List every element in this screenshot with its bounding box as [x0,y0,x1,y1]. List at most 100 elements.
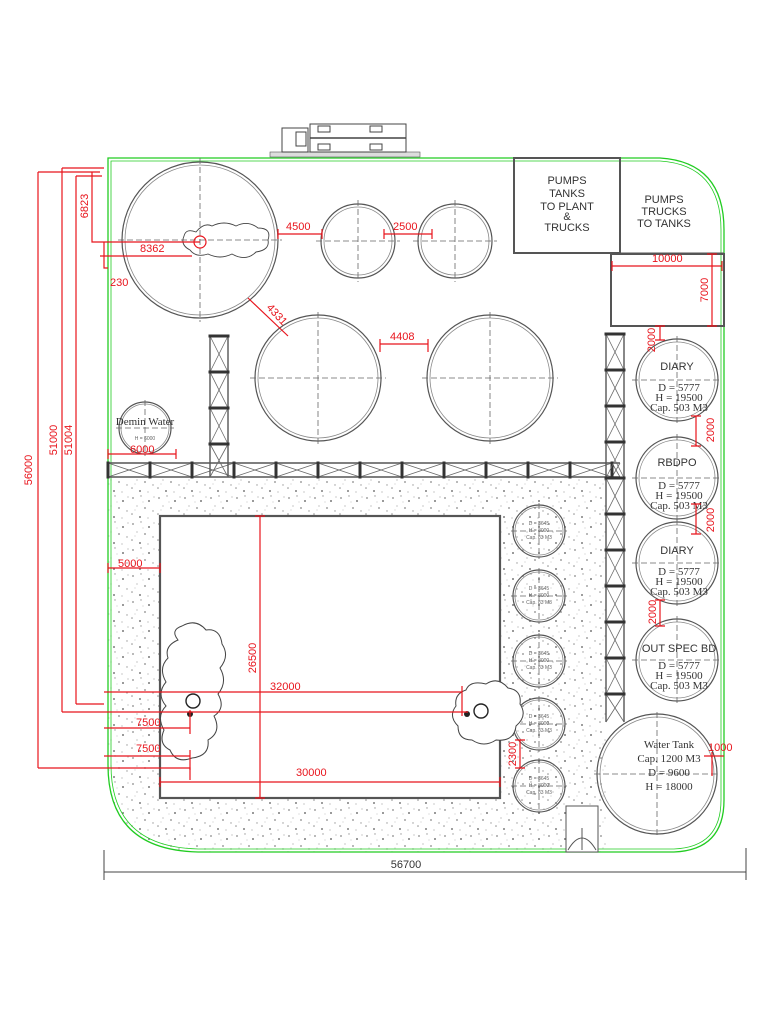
tank-out-spec: OUT SPEC BD D = 5777 H = 19500 Cap. 503 … [632,616,722,704]
dim-2000-a: 2000 [646,328,658,352]
svg-text:TANKS: TANKS [549,188,585,200]
svg-text:D = 9600: D = 9600 [648,767,690,779]
truck-icon [269,123,421,158]
dim-1000: 1000 [708,742,732,754]
large-tank-top-left [118,158,282,322]
svg-text:H = 19500: H = 19500 [655,490,703,502]
small-tank-label: Cap. 83 M3 [526,728,552,734]
small-tank-label: D = 3645 [529,651,550,657]
small-tank-label: H = 8000 [529,783,550,789]
dim-5000: 5000 [118,558,142,570]
dim-2500: 2500 [393,221,417,233]
svg-text:Water Tank: Water Tank [644,739,695,751]
svg-text:DIARY: DIARY [660,545,694,557]
medium-tank-1 [316,200,400,282]
dim-7500-a: 7500 [136,717,160,729]
medium-tank-2 [413,200,497,282]
svg-text:H = 18000: H = 18000 [645,781,693,793]
tree-cluster-left [160,622,226,761]
gate-structure [565,805,599,853]
svg-text:H = 19500: H = 19500 [655,576,703,588]
small-tank-label: Cap. 83 M3 [526,600,552,606]
pumps-trucks-box: PUMPS TRUCKS TO TANKS [619,158,724,254]
svg-text:D = 5777: D = 5777 [658,660,700,672]
dim-2000-d: 2000 [647,600,659,624]
svg-text:Cap. 503 M3: Cap. 503 M3 [650,402,708,414]
equipment-pad [610,253,725,327]
pipe-rack-vertical-right [604,332,626,723]
dim-51000: 51000 [48,425,60,456]
small-tank-label: Cap. 83 M3 [526,665,552,671]
svg-text:Cap. 503 M3: Cap. 503 M3 [650,680,708,692]
svg-text:TO TANKS: TO TANKS [637,218,691,230]
svg-text:RBDPO: RBDPO [657,457,697,469]
site-boundary [107,157,725,853]
dim-230: 230 [110,277,128,289]
svg-text:D = 5777: D = 5777 [658,480,700,492]
dim-6823: 6823 [79,194,91,218]
svg-text:Cap. 503 M3: Cap. 503 M3 [650,500,708,512]
dim-8362: 8362 [140,243,164,255]
svg-text:TRUCKS: TRUCKS [641,206,686,218]
svg-text:&: & [563,211,571,223]
pumps-tanks-box: PUMPS TANKS TO PLANT & TRUCKS [513,157,621,254]
svg-text:H = 19500: H = 19500 [655,392,703,404]
dim-6000: 6000 [130,444,154,456]
dim-26500: 26500 [247,643,259,674]
tank-diary-2: DIARY D = 5777 H = 19500 Cap. 503 M3 [632,519,722,607]
gravel-area [108,478,606,852]
tank-diary-1: DIARY D = 5777 H = 19500 Cap. 503 M3 [632,336,722,424]
svg-text:H = 19500: H = 19500 [655,670,703,682]
small-tank-label: H = 8000 [529,593,550,599]
dim-2300: 2300 [507,742,519,766]
water-tank: Water Tank Cap. 1200 M3 D = 9600 H = 180… [594,712,720,836]
svg-text:DIARY: DIARY [660,361,694,373]
svg-text:Cap. 1200 M3: Cap. 1200 M3 [637,753,701,765]
svg-text:Demin Water: Demin Water [116,416,175,428]
dim-10000: 10000 [652,253,683,265]
small-tank-label: Cap. 83 M3 [526,535,552,541]
small-tank-label: H = 8000 [529,658,550,664]
dim-overall-height: 56000 [23,455,35,486]
small-tank-label: D = 3645 [529,776,550,782]
dim-51004: 51004 [63,425,75,456]
pipe-rack-horizontal [106,461,621,479]
svg-text:D = 5777: D = 5777 [658,566,700,578]
svg-text:OUT SPEC BD: OUT SPEC BD [642,643,716,655]
overall-width-dimension: 56700 [103,848,747,880]
large-tank-middle-right [422,312,558,444]
dim-32000: 32000 [270,681,301,693]
dim-4500: 4500 [286,221,310,233]
svg-text:Cap. 503 M3: Cap. 503 M3 [650,586,708,598]
svg-text:D = 5777: D = 5777 [658,382,700,394]
small-tank-label: H = 8000 [529,528,550,534]
dim-2000-c: 2000 [705,508,717,532]
svg-text:PUMPS: PUMPS [644,194,683,206]
dim-7000: 7000 [699,278,711,302]
small-tank-label: D = 3645 [529,586,550,592]
dim-7500-b: 7500 [136,743,160,755]
dim-4408: 4408 [390,331,414,343]
small-tank-label: Cap. 83 M3 [526,790,552,796]
dim-overall-width: 56700 [391,859,422,871]
small-tank-label: D = 3645 [529,521,550,527]
dim-2000-b: 2000 [705,418,717,442]
dim-30000: 30000 [296,767,327,779]
svg-text:TRUCKS: TRUCKS [544,222,589,234]
dimension-lines: 56000 51000 51004 6823 8362 230 4500 250… [23,167,732,799]
tank-rbdpo: RBDPO D = 5777 H = 19500 Cap. 503 M3 [632,434,722,522]
large-tank-middle-left [250,312,386,444]
svg-text:PUMPS: PUMPS [547,175,586,187]
svg-text:TO PLANT: TO PLANT [540,201,594,213]
small-tank-label: D = 3645 [529,714,550,720]
small-tank-label: H = 8000 [529,721,550,727]
pipe-rack-vertical-left [208,334,230,478]
svg-text:H = 6000: H = 6000 [135,436,156,442]
tree-cluster-right [452,680,524,745]
